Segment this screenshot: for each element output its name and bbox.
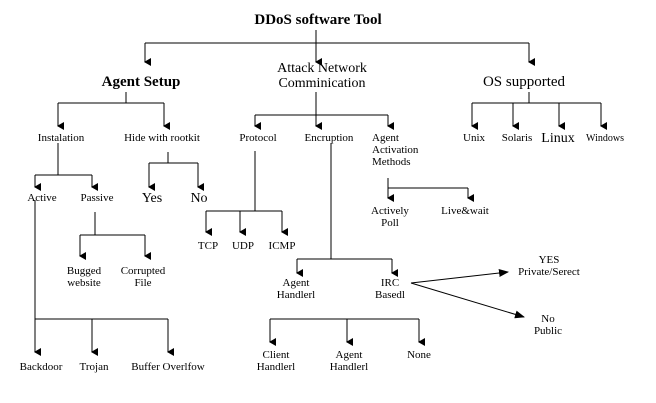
node-client-handler: Client Handlerl bbox=[257, 349, 295, 373]
node-corrupted-file: Corrupted File bbox=[120, 265, 166, 290]
node-agent-activation-line3: Methods bbox=[372, 156, 411, 169]
node-irc-based: IRC Basedl bbox=[375, 277, 405, 301]
node-irc-yes-line1: YES bbox=[538, 254, 560, 266]
node-backdoor: Backdoor bbox=[19, 361, 63, 373]
node-bugged-website: Bugged website bbox=[66, 265, 102, 290]
node-passive: Passive bbox=[80, 192, 114, 204]
node-none: None bbox=[407, 349, 431, 361]
node-trojan: Trojan bbox=[79, 361, 109, 373]
node-actively-poll-line1: Actively bbox=[371, 205, 409, 217]
node-client-handler-line1: Client bbox=[262, 349, 290, 361]
node-agent-activation: Agent Activation Methods bbox=[372, 132, 418, 168]
node-agent-handler: Agent Handlerl bbox=[277, 277, 315, 301]
node-client-handler-line2: Handlerl bbox=[256, 361, 296, 374]
node-agent-handler-line2: Handlerl bbox=[276, 289, 316, 302]
node-yes: Yes bbox=[141, 191, 163, 206]
node-hide-rootkit: Hide with rootkit bbox=[124, 132, 200, 144]
node-live-wait: Live&wait bbox=[441, 205, 489, 217]
node-agent-handler-2: Agent Handlerl bbox=[330, 349, 368, 373]
node-windows: Windows bbox=[586, 133, 624, 144]
diagram-title: DDoS software Tool bbox=[254, 12, 382, 28]
node-protocol: Protocol bbox=[239, 132, 277, 144]
node-unix: Unix bbox=[463, 132, 485, 144]
node-instalation: Instalation bbox=[37, 132, 85, 144]
node-os-supported: OS supported bbox=[482, 74, 566, 90]
node-udp: UDP bbox=[231, 240, 255, 252]
node-irc-based-line2: Basedl bbox=[375, 289, 405, 302]
node-irc-no-line2: Public bbox=[533, 325, 563, 338]
node-icmp: ICMP bbox=[268, 240, 296, 252]
node-attack-network-line1: Attack Network bbox=[277, 61, 367, 76]
node-tcp: TCP bbox=[197, 240, 219, 252]
node-agent-activation-line1: Agent bbox=[372, 132, 399, 144]
node-irc-no-line1: No bbox=[541, 313, 555, 325]
node-buffer-overflow: Buffer Overlfow bbox=[131, 361, 205, 373]
node-no: No bbox=[190, 191, 208, 206]
node-attack-network: Attack Network Comminication bbox=[277, 61, 367, 92]
node-attack-network-line2: Comminication bbox=[278, 76, 366, 92]
node-linux: Linux bbox=[541, 131, 575, 146]
node-agent-handler-line1: Agent bbox=[282, 277, 310, 289]
node-irc-no: No Public bbox=[534, 313, 562, 337]
node-actively-poll-line2: Poll bbox=[381, 217, 399, 230]
node-irc-yes: YES Private/Serect bbox=[518, 254, 580, 278]
node-agent-handler-2-line2: Handlerl bbox=[329, 361, 369, 374]
node-agent-handler-2-line1: Agent bbox=[335, 349, 363, 361]
node-active: Active bbox=[27, 192, 57, 204]
node-irc-yes-line2: Private/Serect bbox=[518, 266, 580, 279]
node-solaris: Solaris bbox=[501, 132, 533, 144]
node-agent-setup: Agent Setup bbox=[101, 74, 181, 90]
node-irc-based-line1: IRC bbox=[380, 277, 400, 289]
node-actively-poll: Actively Poll bbox=[371, 205, 409, 229]
node-encruption: Encruption bbox=[304, 132, 354, 144]
node-agent-activation-line2: Activation bbox=[372, 144, 419, 157]
